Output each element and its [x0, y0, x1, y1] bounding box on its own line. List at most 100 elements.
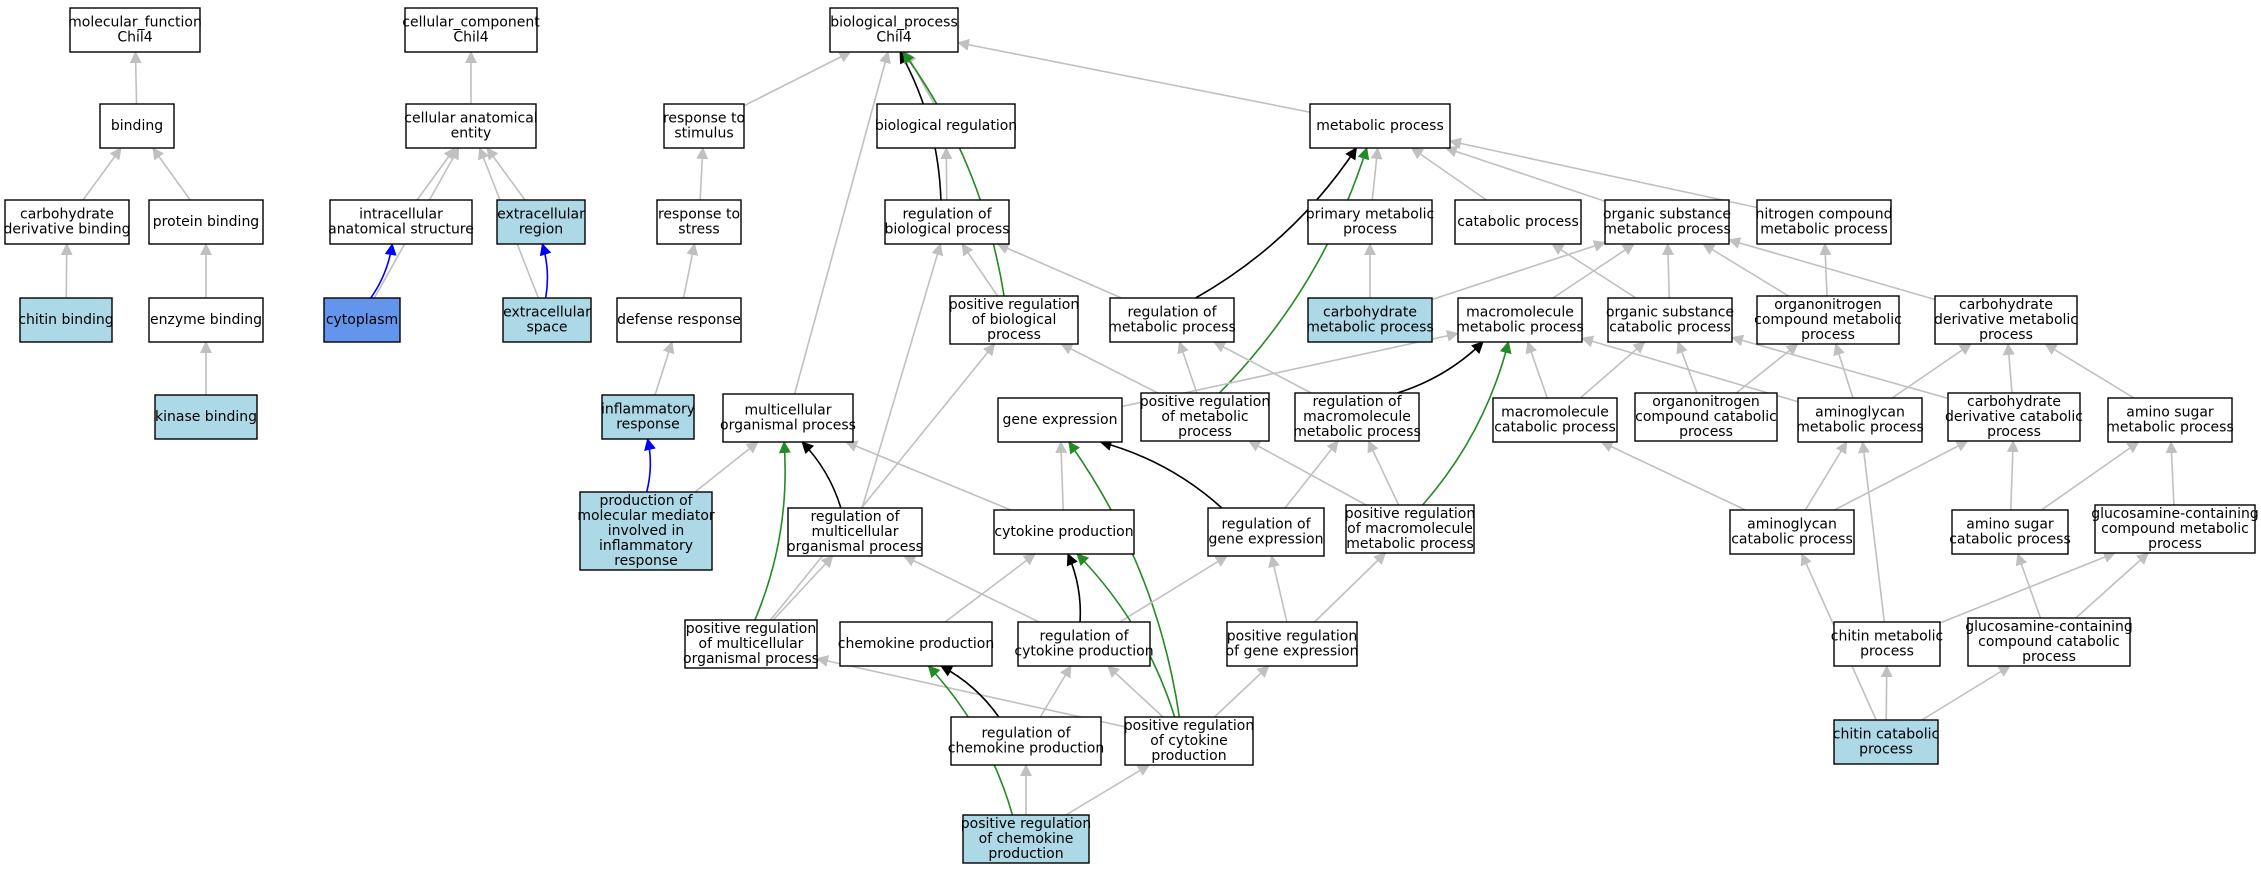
node-label-line: organic substance	[1606, 305, 1734, 321]
go-term-node-bioreg[interactable]: biological regulation	[875, 103, 1017, 149]
node-label-line: biological regulation	[875, 118, 1017, 134]
edge-is-a-chitinbind-to-carbbind	[60, 243, 73, 299]
node-box	[1492, 397, 1618, 443]
node-label-line: metabolic process	[1316, 118, 1444, 134]
go-term-node-geneexp[interactable]: gene expression	[997, 397, 1123, 443]
go-term-node-kinbind[interactable]: kinase binding	[154, 394, 258, 440]
go-term-node-cytoplasm[interactable]: cytoplasm	[323, 297, 401, 343]
edge-is-a-aminosugmet-to-cdmp	[2044, 343, 2135, 399]
go-term-node-protbind[interactable]: protein binding	[148, 199, 264, 245]
go-term-node-enzbind[interactable]: enzyme binding	[148, 297, 264, 343]
node-label-line: compound metabolic	[1754, 312, 1902, 328]
node-box	[1457, 297, 1583, 343]
go-term-node-catab[interactable]: catabolic process	[1454, 199, 1582, 245]
edge-is-a-cdcp-to-oscp	[1731, 334, 1949, 400]
go-term-node-cytprod[interactable]: cytokine production	[993, 509, 1135, 555]
node-label-line: organismal process	[720, 418, 856, 434]
node-label-line: glucosamine-containing	[1965, 619, 2132, 635]
node-label-line: regulation of	[1221, 517, 1311, 533]
node-box	[1833, 719, 1939, 765]
go-term-node-defresp[interactable]: defense response	[616, 297, 742, 343]
node-label-line: production	[1151, 748, 1226, 764]
node-box	[1109, 297, 1235, 343]
edge-is-a-posregmet-to-posregbp	[1060, 343, 1159, 394]
node-label-line: metabolic process	[1346, 536, 1474, 552]
node-box	[1833, 621, 1941, 667]
edge-is-a-posregmacro-to-regmacro	[1367, 440, 1400, 506]
go-term-node-chemprod[interactable]: chemokine production	[838, 621, 995, 667]
node-label-line: derivative catabolic	[1945, 409, 2083, 425]
edge-is-a-cdcp-to-cdmp	[2002, 343, 2015, 394]
edge-is-a-oscp-to-osmp	[1662, 243, 1675, 299]
node-label-line: production of	[599, 493, 693, 509]
go-term-node-binding[interactable]: binding	[99, 103, 175, 149]
edge-is-a-regchem-to-regcyt	[1039, 665, 1072, 718]
node-box	[579, 491, 713, 571]
node-box	[1226, 621, 1358, 667]
edge-positively-regulates-posregmulti-to-multi	[754, 441, 791, 621]
node-label-line: catabolic process	[1494, 420, 1616, 436]
node-box	[1140, 392, 1270, 442]
edge-is-a-chitinmet-to-aminoglymet	[1858, 441, 1886, 623]
node-box	[876, 103, 1016, 149]
node-label-line: process	[2022, 649, 2076, 665]
node-label-line: response to	[663, 111, 745, 127]
edge-is-a-orgnccp-to-orgncmp	[1735, 343, 1799, 394]
node-label-line: stimulus	[674, 126, 733, 142]
edge-is-a-glcmp-to-aminosugmet	[2165, 441, 2178, 506]
edge-is-a-aminosugcat-to-cdcp	[2006, 440, 2019, 511]
go-term-node-metab[interactable]: metabolic process	[1309, 103, 1451, 149]
node-box	[1947, 392, 2081, 442]
node-label-line: positive regulation	[1345, 506, 1475, 522]
node-label-line: anatomical structure	[328, 222, 474, 238]
go-term-node-chitinbind[interactable]: chitin binding	[18, 297, 114, 343]
node-label-line: macromolecule	[1303, 409, 1411, 425]
